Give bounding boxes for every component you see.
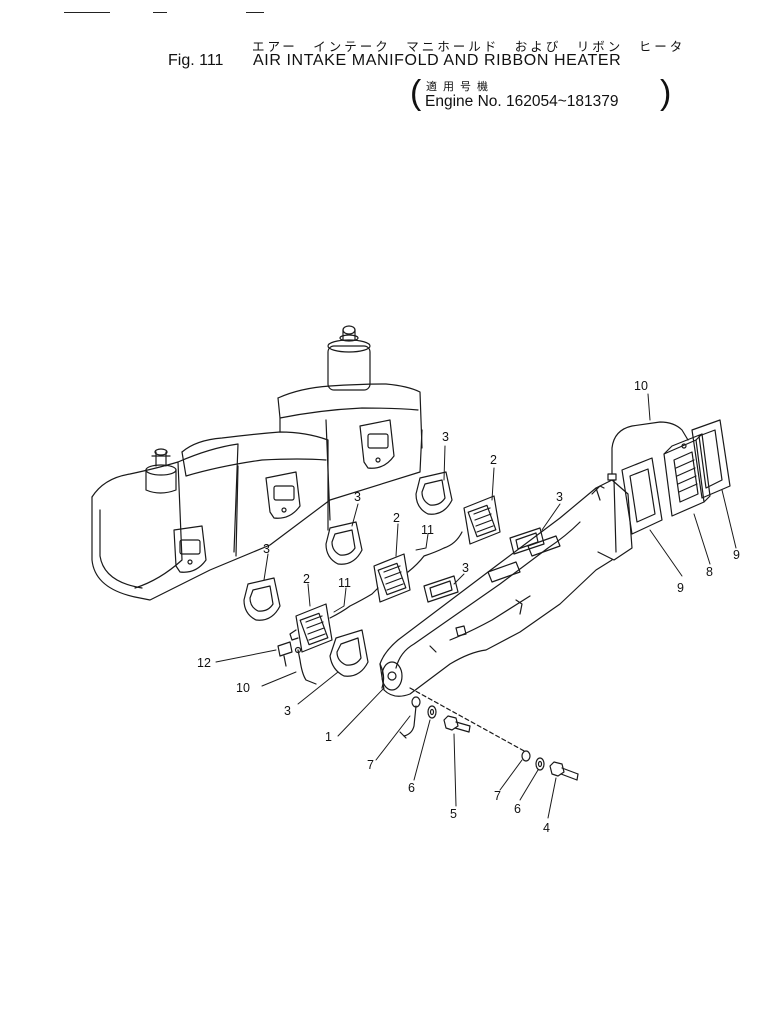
washer-7 (521, 750, 531, 762)
callout-7: 7 (494, 789, 501, 803)
heater-wire-11 (329, 531, 463, 619)
callout-11: 11 (338, 576, 351, 590)
leader-lines (215, 393, 737, 819)
callout-6: 6 (408, 781, 415, 795)
header-rule-mid (153, 12, 167, 13)
gasket-9-inner (621, 457, 663, 535)
header-rule-right (246, 12, 264, 13)
gasket-3 (329, 629, 369, 677)
ground-wire (399, 705, 417, 739)
applicability-close-paren: ) (660, 74, 672, 112)
intake-manifold-1 (379, 479, 633, 697)
gasket-3 (509, 527, 545, 555)
gasket-3 (415, 471, 453, 515)
wire-10-lower (294, 646, 317, 685)
wire-10-upper (607, 421, 689, 481)
callout-12: 12 (197, 656, 211, 670)
callout-3: 3 (284, 704, 291, 718)
applicability-open-paren: ( (410, 74, 422, 112)
header-rule-left (64, 12, 110, 13)
figure-title: AIR INTAKE MANIFOLD AND RIBBON HEATER (253, 52, 622, 69)
callout-4: 4 (543, 821, 550, 835)
cylinder-head-covers (91, 325, 423, 601)
callout-2: 2 (490, 453, 497, 467)
callout-8: 8 (706, 565, 713, 579)
ribbon-heater-2 (463, 495, 501, 545)
callout-9: 9 (677, 581, 684, 595)
callout-labels: 10 3 2 3 3 2 11 3 3 2 11 9 8 9 12 10 3 1… (197, 379, 740, 835)
callout-1: 1 (325, 730, 332, 744)
bolt-4 (549, 761, 579, 781)
gasket-3 (423, 575, 459, 603)
ribbon-heater-2 (373, 553, 411, 603)
washer-6 (427, 705, 437, 719)
washer-6 (535, 757, 545, 771)
callout-3: 3 (354, 490, 361, 504)
callout-10-lower: 10 (236, 681, 250, 695)
japanese-title: エアー インテーク マニホールド および リボン ヒータ (252, 39, 686, 54)
callout-11: 11 (421, 523, 434, 537)
callout-2: 2 (303, 572, 310, 586)
callout-3: 3 (556, 490, 563, 504)
gasket-9-outer (691, 419, 731, 499)
bolt-5 (443, 715, 471, 733)
callout-6: 6 (514, 802, 521, 816)
callout-5: 5 (450, 807, 457, 821)
callout-9: 9 (733, 548, 740, 562)
assembly-centerline (409, 687, 527, 753)
callout-3: 3 (442, 430, 449, 444)
callout-3: 3 (263, 542, 270, 556)
gasket-3 (243, 577, 281, 621)
terminal-12 (277, 641, 293, 667)
engine-applicability: Engine No. 162054~181379 (425, 93, 619, 110)
callout-2: 2 (393, 511, 400, 525)
callout-3: 3 (462, 561, 469, 575)
gasket-3 (325, 521, 363, 565)
applicability-japanese: 適用号機 (426, 80, 494, 93)
callout-10-upper: 10 (634, 379, 648, 393)
heater-block-8 (663, 433, 711, 517)
ribbon-heater-2 (289, 603, 333, 653)
figure-number: Fig. 111 (168, 52, 224, 69)
callout-7: 7 (367, 758, 374, 772)
